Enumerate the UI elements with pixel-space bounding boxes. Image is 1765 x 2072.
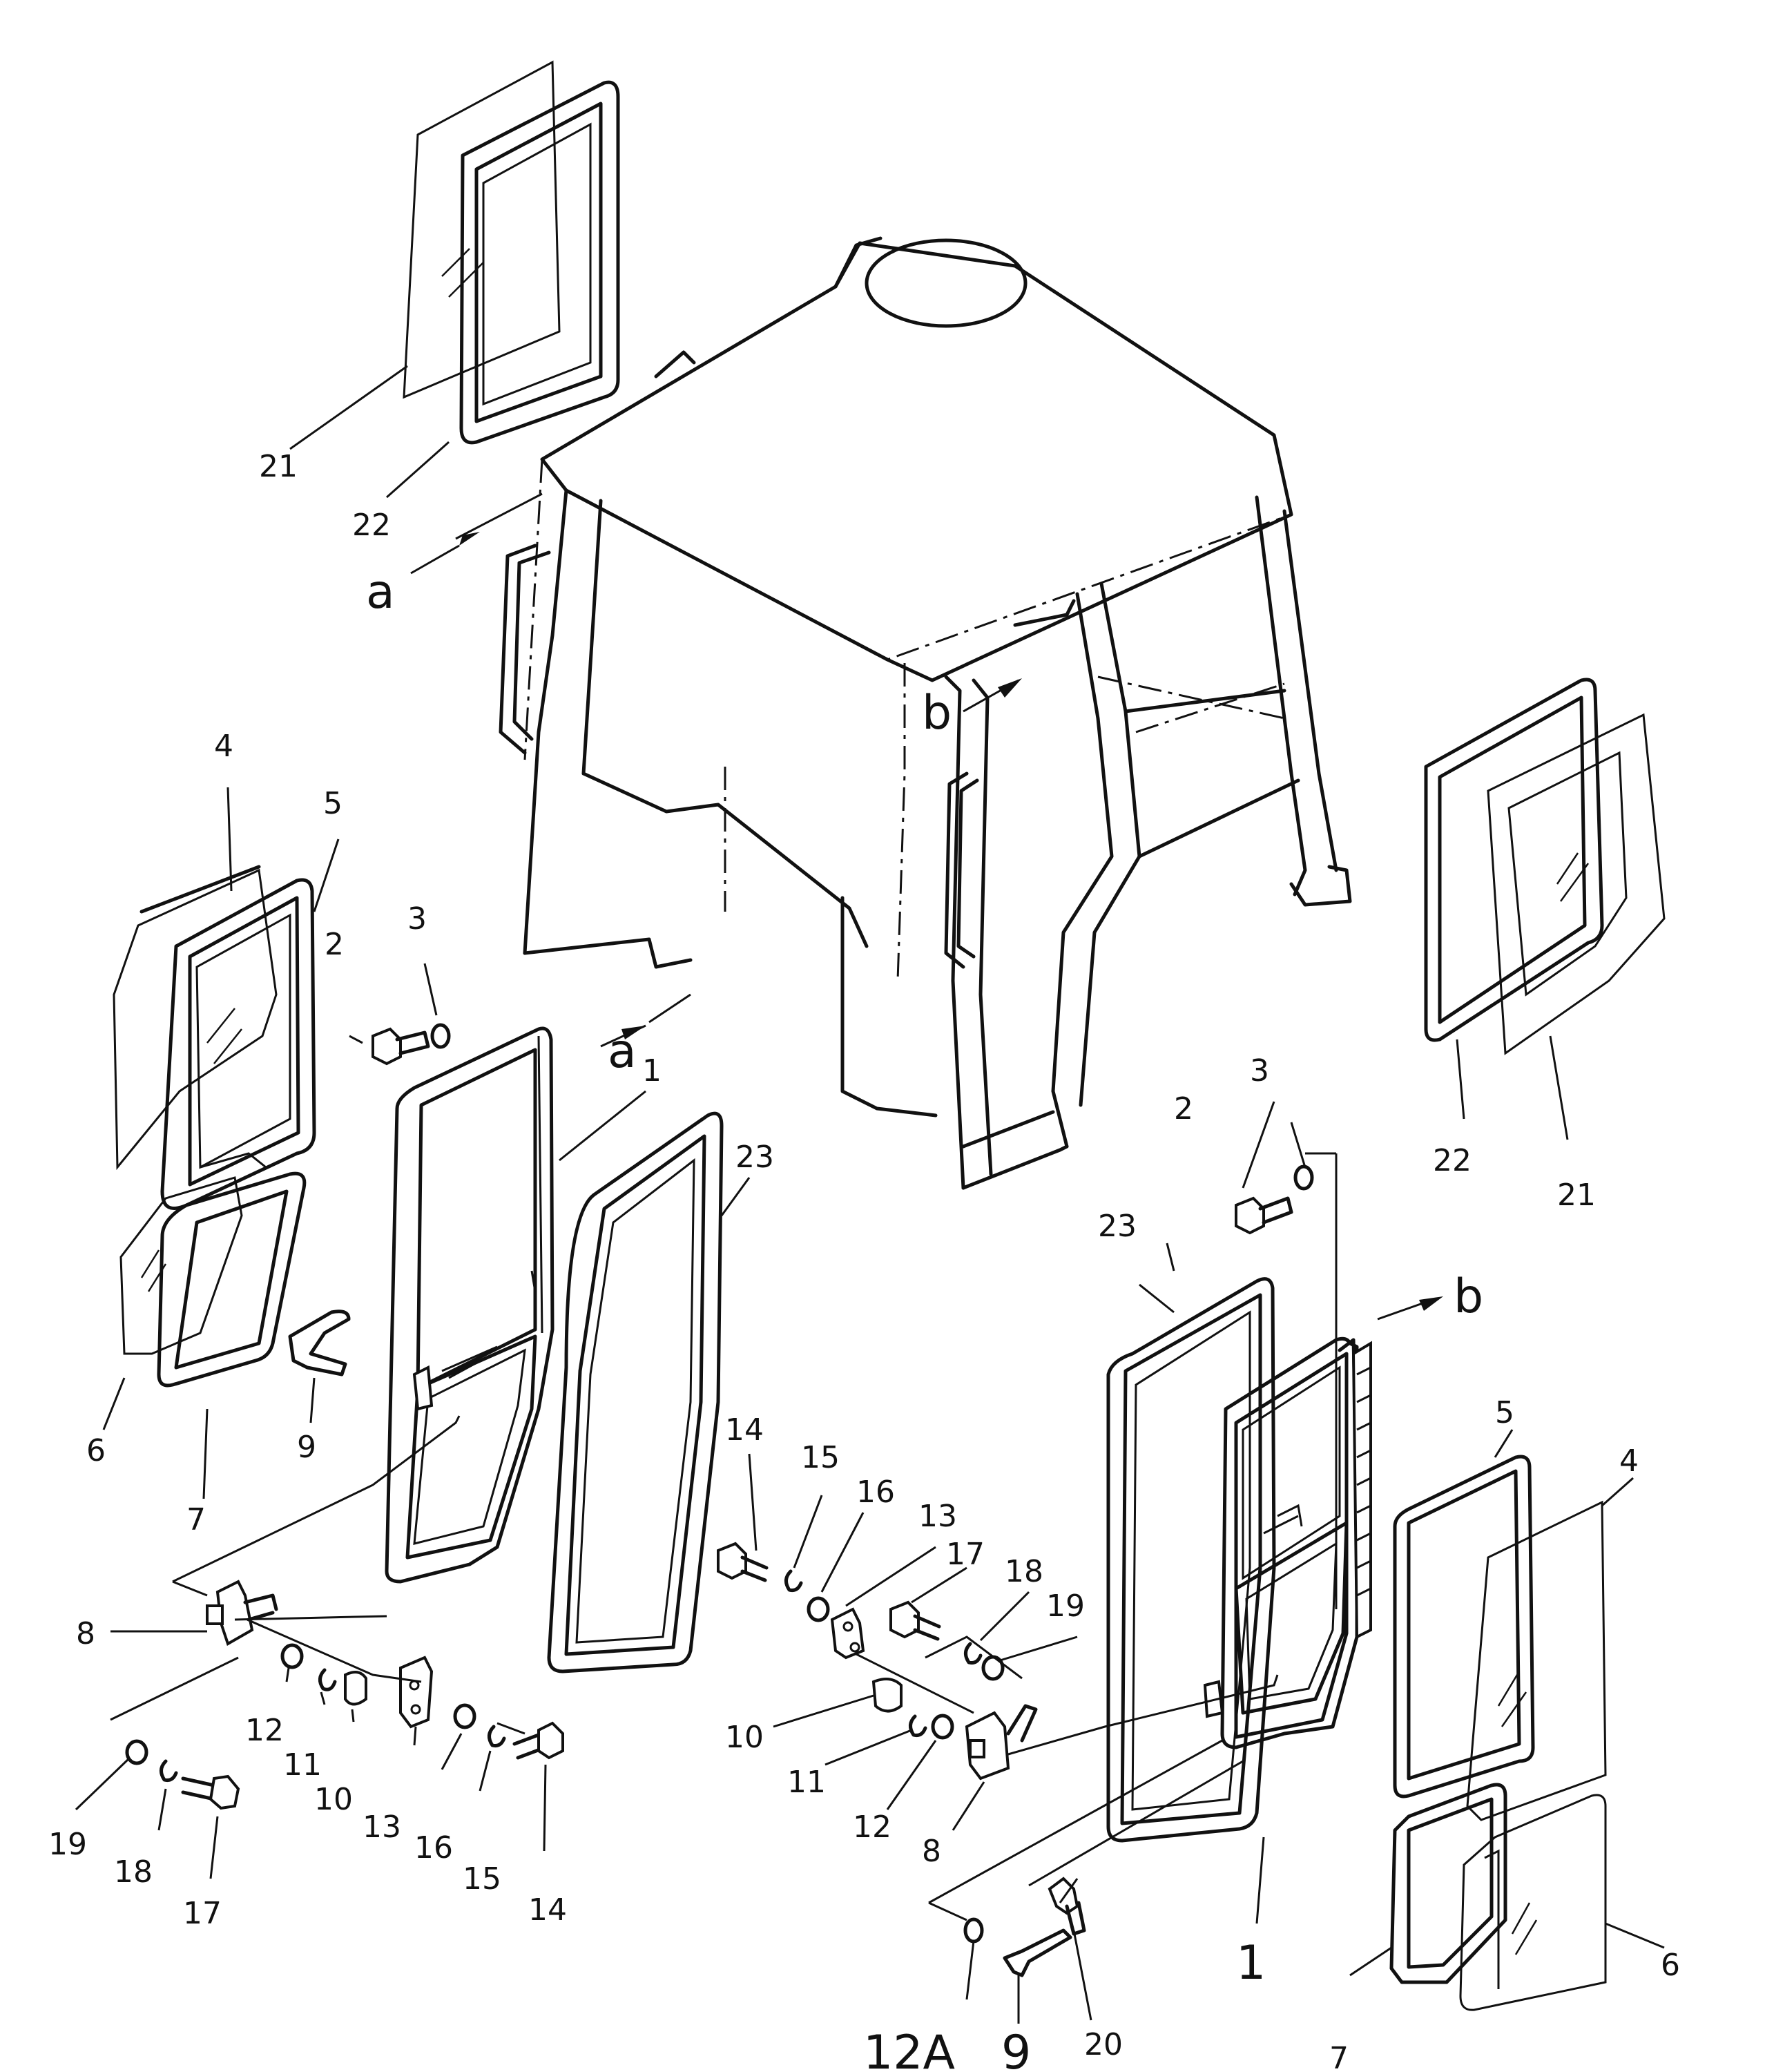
callout-16-right: 16	[856, 1475, 895, 1510]
washers-right	[784, 1569, 1005, 1944]
view-label-b-upper: b	[922, 686, 952, 740]
lock-8-left	[206, 1580, 278, 1646]
callout-8-left: 8	[76, 1616, 95, 1651]
cab-frame	[499, 236, 1352, 1190]
lock-8-right	[965, 1704, 1038, 1781]
callout-2-right: 2	[1174, 1091, 1193, 1126]
callout-3-left: 3	[407, 901, 427, 937]
bolt-2-right	[1235, 1196, 1293, 1235]
callout-11-right: 11	[787, 1765, 826, 1800]
callout-12-right: 12	[853, 1810, 891, 1845]
callout-21-upper: 21	[259, 449, 298, 484]
left-door-frame	[385, 1026, 554, 1584]
callout-20: 20	[1084, 2027, 1123, 2062]
callout-17-left: 17	[183, 1896, 222, 1931]
left-door-weatherstrip	[547, 1111, 724, 1673]
left-door-upper-glass	[113, 865, 278, 1171]
inner-handle-9-left	[288, 1310, 351, 1376]
callout-4-left: 4	[214, 729, 233, 764]
callout-12-left: 12	[245, 1713, 284, 1748]
callout-15-right: 15	[801, 1440, 840, 1475]
callout-15-left: 15	[463, 1861, 501, 1897]
side-window-seal-right	[1424, 678, 1604, 1042]
right-door-weatherstrip	[1106, 1277, 1276, 1843]
callout-14-left: 14	[528, 1892, 567, 1928]
callout-21-right: 21	[1557, 1178, 1596, 1213]
rear-window-glass	[403, 60, 561, 399]
key-lock-20	[1048, 1877, 1086, 1936]
callout-9-left: 9	[297, 1430, 316, 1465]
view-label-a-upper: a	[366, 565, 395, 620]
callout-13-right: 13	[918, 1499, 957, 1534]
side-window-glass-right	[1487, 713, 1666, 1055]
callout-12a: 12A	[863, 2026, 955, 2072]
callout-10-left: 10	[314, 1782, 353, 1817]
callout-17-right: 17	[946, 1537, 985, 1572]
striker-13-right	[830, 1607, 865, 1660]
callout-23-left: 23	[735, 1140, 774, 1175]
callout-19-left: 19	[48, 1827, 87, 1862]
handle-9-right	[1003, 1928, 1072, 1977]
washer-3-right	[1293, 1164, 1314, 1191]
callout-1-right: 1	[1236, 1936, 1266, 1991]
callout-labels: 21 22 a b a b 4 5 2 3 1 23 6 7 9 8 12 11…	[48, 449, 1680, 2072]
callout-13-left: 13	[363, 1810, 401, 1845]
callout-22-right: 22	[1433, 1143, 1472, 1178]
callout-8-right: 8	[922, 1834, 941, 1869]
callout-18-right: 18	[1005, 1554, 1043, 1589]
callout-23-right: 23	[1098, 1209, 1137, 1244]
view-label-b-lower: b	[1454, 1269, 1483, 1324]
callout-3-right: 3	[1250, 1053, 1269, 1088]
bolt-2-left	[372, 1027, 430, 1066]
callout-10-right: 10	[725, 1720, 764, 1755]
callout-4-right: 4	[1619, 1443, 1639, 1479]
leader-lines	[75, 365, 1665, 2024]
callout-22-upper: 22	[352, 508, 391, 543]
left-door-upper-seal	[160, 878, 316, 1210]
rear-window-seal	[459, 80, 620, 445]
callout-7-right: 7	[1329, 2041, 1349, 2072]
callout-7-left: 7	[186, 1502, 206, 1537]
bolts-left	[181, 1721, 564, 1810]
callout-5-right: 5	[1495, 1395, 1514, 1430]
right-door-lower-seal	[1389, 1783, 1507, 1984]
bolts-right	[717, 1542, 941, 1641]
left-door-lower-seal	[157, 1171, 307, 1388]
washer-3-left	[430, 1023, 451, 1049]
callout-5-left: 5	[323, 786, 343, 821]
callout-18-left: 18	[114, 1854, 153, 1890]
callout-2-left: 2	[325, 927, 344, 962]
callout-14-right: 14	[725, 1412, 764, 1448]
washers-left	[125, 1643, 506, 1782]
right-door-lower-glass	[1459, 1794, 1607, 2011]
callout-1-left: 1	[642, 1053, 662, 1088]
callout-6-right: 6	[1661, 1948, 1680, 1983]
callout-16-left: 16	[414, 1830, 453, 1865]
view-label-a-lower: a	[608, 1024, 637, 1079]
callout-6-left: 6	[86, 1433, 106, 1468]
right-door-upper-seal	[1393, 1455, 1535, 1798]
callout-11-left: 11	[283, 1747, 322, 1783]
callout-9-right: 9	[1001, 2026, 1031, 2072]
striker-13-left	[399, 1656, 434, 1729]
right-door-upper-glass	[1466, 1500, 1607, 1821]
callout-19-right: 19	[1046, 1589, 1085, 1624]
right-door-frame	[1203, 1336, 1372, 1749]
